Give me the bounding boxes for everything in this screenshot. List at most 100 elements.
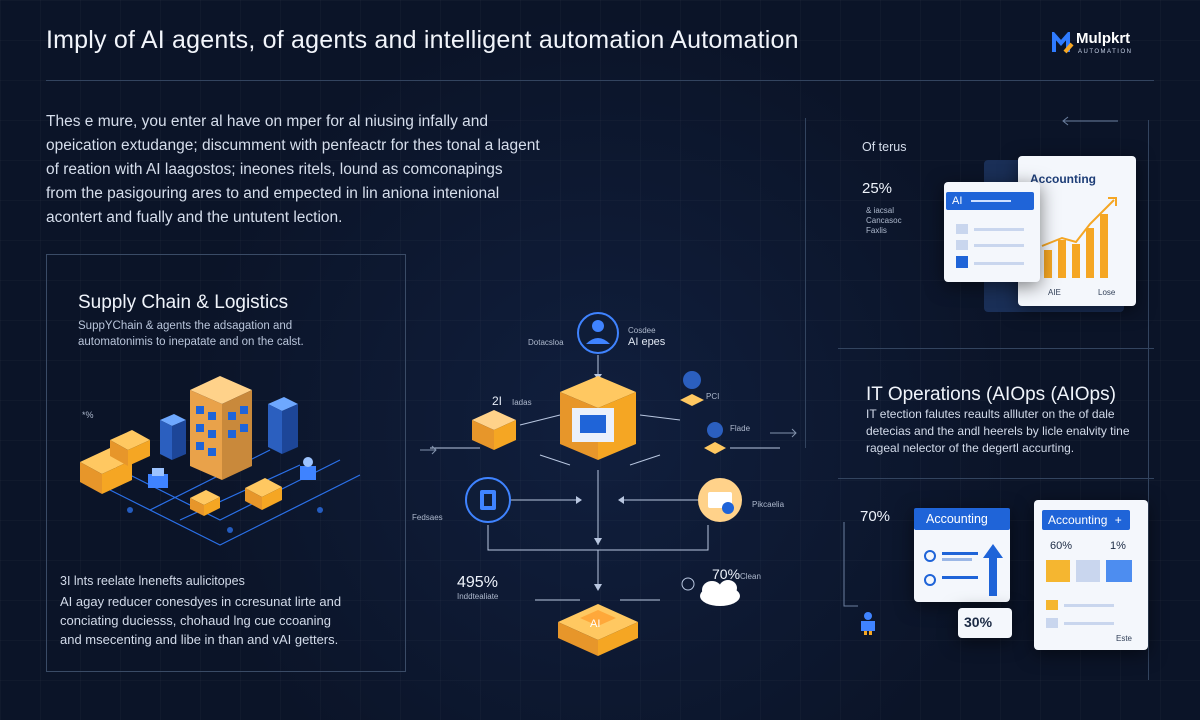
logo-subtitle: AUTOMATION bbox=[1078, 49, 1133, 55]
city-tiny-label: *% bbox=[82, 410, 94, 420]
list-line bbox=[974, 228, 1024, 231]
list-line bbox=[974, 262, 1024, 265]
subtitle-line: automatonimis to inepatate and on the ca… bbox=[78, 336, 304, 348]
ai-platform-icon bbox=[558, 604, 638, 656]
header-divider bbox=[46, 80, 1154, 81]
card-foot-left: AIE bbox=[1048, 288, 1061, 297]
top-right-notes: & iacsal Cancasoc Faxlis bbox=[866, 206, 902, 236]
it-ops-line: detecias and the andl heerels by licle e… bbox=[866, 424, 1130, 438]
cloud-icon bbox=[681, 577, 740, 606]
payment-node-icon bbox=[698, 478, 742, 522]
flow-stat-left-label: Inddtealiate bbox=[457, 592, 499, 601]
flow-stat-right-label: Clean bbox=[740, 572, 761, 581]
page-title: Imply of AI agents, of agents and intell… bbox=[46, 26, 799, 54]
intro-paragraph: Thes e mure, you enter al have on mper f… bbox=[46, 110, 606, 230]
list-bullet-icon bbox=[1046, 600, 1058, 610]
arrow-up-icon bbox=[983, 544, 1003, 596]
accounting-dashboard-card: Accounting + 60% 1% Este bbox=[1034, 500, 1148, 650]
note-line: Faxlis bbox=[866, 226, 887, 235]
scanner-node-icon bbox=[465, 477, 511, 523]
server-rack-icon bbox=[160, 397, 298, 460]
logistics-city-illustration bbox=[80, 376, 361, 546]
list-bullet-icon bbox=[956, 256, 968, 268]
top-right-stat: 25% bbox=[862, 180, 893, 197]
flow-label: Flade bbox=[730, 424, 751, 433]
flow-stat-right: 70% bbox=[712, 566, 741, 582]
arrow-icon bbox=[770, 428, 797, 438]
list-bullet-icon bbox=[924, 550, 936, 562]
flow-label: Pikcaelia bbox=[752, 500, 785, 509]
it-ops-description: IT etection falutes reaults allluter on … bbox=[866, 406, 1156, 457]
flow-label: PCI bbox=[706, 392, 720, 401]
ai-list-card: AI bbox=[944, 182, 1040, 282]
growth-chart-icon bbox=[1041, 197, 1117, 278]
supply-chain-panel bbox=[46, 254, 406, 672]
card-title: Accounting bbox=[1030, 172, 1096, 186]
delivery-box-icon bbox=[190, 478, 282, 516]
it-ops-line: rageal nelector of the degertl accurting… bbox=[866, 441, 1075, 455]
building-icon bbox=[190, 376, 252, 480]
accounting-button-label: Accounting bbox=[1048, 513, 1108, 527]
list-bullet-icon bbox=[924, 574, 936, 586]
tile-icon bbox=[1106, 560, 1132, 582]
central-hub-cube-icon bbox=[560, 376, 636, 460]
supply-chain-subtitle: SuppYChain & agents the adsagation and a… bbox=[78, 318, 378, 350]
connector-line bbox=[843, 522, 858, 607]
tile-icon bbox=[1076, 560, 1100, 582]
note-line: Cancasoc bbox=[866, 216, 902, 225]
intro-line: acontert and fually and the untutent lec… bbox=[46, 209, 343, 226]
stat-card: 30% bbox=[958, 608, 1012, 638]
stat-card-value: 30% bbox=[964, 614, 993, 630]
list-line bbox=[1064, 604, 1114, 607]
arrow-icon bbox=[420, 445, 437, 455]
robot-icon bbox=[861, 612, 875, 635]
ai-platform-label: AI bbox=[590, 618, 601, 630]
card-foot: Este bbox=[1116, 634, 1133, 643]
flow-label: Fedsaes bbox=[412, 513, 443, 522]
list-line bbox=[1064, 622, 1114, 625]
divider-line bbox=[838, 348, 1154, 349]
it-ops-title: IT Operations (AIOps (AIOps) bbox=[866, 384, 1116, 405]
divider-line bbox=[838, 478, 1154, 479]
footer-line: conciating duciesss, chohaud lng cue cco… bbox=[60, 613, 332, 628]
footer-line: AI agay reducer conesdyes in ccresunat l… bbox=[60, 594, 342, 609]
flow-number: 2I bbox=[492, 394, 503, 408]
bottom-right-stat: 70% bbox=[860, 508, 891, 525]
accounting-button[interactable]: Accounting bbox=[914, 508, 1010, 530]
divider-line bbox=[805, 118, 806, 448]
card-stat: 1% bbox=[1110, 540, 1126, 552]
robot-agent-icon bbox=[680, 371, 726, 454]
note-line: & iacsal bbox=[866, 206, 895, 215]
list-bullet-icon bbox=[956, 240, 968, 250]
flow-label: Iadas bbox=[512, 398, 532, 407]
flow-label: AI epes bbox=[628, 336, 666, 348]
warehouse-boxes-icon bbox=[80, 430, 150, 494]
intro-line: opeication extudange; discumment with pe… bbox=[46, 137, 540, 154]
intro-line: Thes e mure, you enter al have on mper f… bbox=[46, 113, 488, 130]
supply-chain-footer-heading: 3I lnts reelate lnenefts aulicitopes bbox=[60, 574, 245, 588]
accounting-card: Accounting bbox=[914, 508, 1010, 602]
arrow-icon bbox=[1062, 116, 1118, 126]
list-line bbox=[974, 244, 1024, 247]
list-line bbox=[942, 558, 972, 561]
brand-logo: Mulpkrt AUTOMATION bbox=[1052, 30, 1162, 62]
accounting-button[interactable]: Accounting + bbox=[1042, 510, 1130, 530]
divider-line bbox=[1148, 120, 1149, 680]
supply-chain-title: Supply Chain & Logistics bbox=[78, 292, 289, 313]
ai-tag-button[interactable]: AI bbox=[946, 192, 1034, 210]
logo-name: Mulpkrt bbox=[1076, 30, 1131, 47]
package-icon bbox=[472, 410, 516, 450]
tile-icon bbox=[1046, 560, 1070, 582]
flow-label: Dotacsloa bbox=[528, 338, 564, 347]
card-foot-right: Lose bbox=[1098, 288, 1116, 297]
card-stat: 60% bbox=[1050, 540, 1073, 552]
list-bullet-icon bbox=[1046, 618, 1058, 628]
ai-tag-label: AI bbox=[952, 195, 963, 207]
footer-line: and msecenting and libe in than and vAI … bbox=[60, 632, 339, 647]
subtitle-line: SuppYChain & agents the adsagation and bbox=[78, 320, 293, 332]
add-icon: + bbox=[1114, 513, 1122, 527]
logo-mark-icon bbox=[1052, 32, 1074, 54]
intro-line: of reation with AI laagostos; ineones ri… bbox=[46, 161, 503, 178]
intro-line: from the pasigouring ares to and empecte… bbox=[46, 185, 500, 202]
